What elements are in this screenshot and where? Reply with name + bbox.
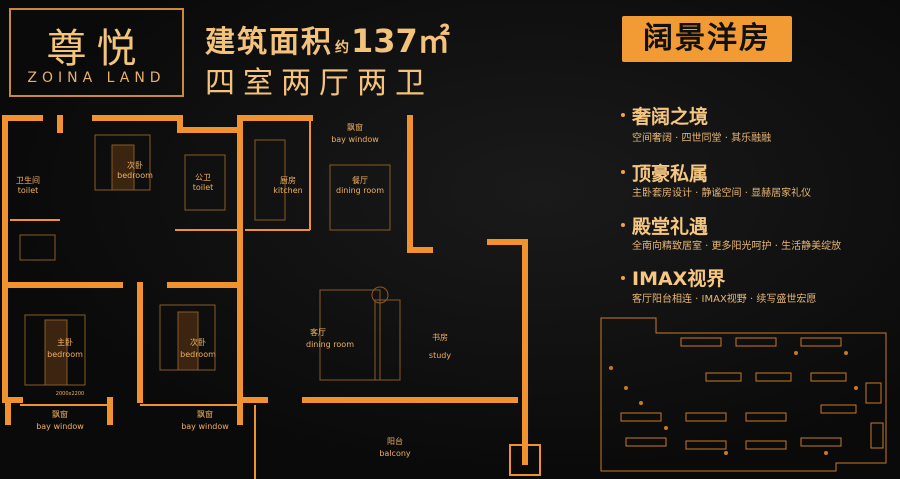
label-dining-cn: 餐厅: [352, 176, 368, 185]
furniture: [19, 134, 401, 386]
feature-subtitle: 全南向精致居室 · 更多阳光呵护 · 生活静美绽放: [632, 241, 842, 252]
site-plan: [600, 317, 887, 472]
bullet-icon: [621, 223, 625, 227]
label-bay-mid-cn: 飘窗: [197, 409, 213, 419]
label-bedroom2-en: bedroom: [180, 350, 216, 359]
label-toilet2-en: toilet: [193, 183, 214, 192]
feature-title: 殿堂礼遇: [632, 216, 709, 238]
label-bay-left-en: bay window: [36, 422, 84, 431]
label-master-en: bedroom: [47, 350, 83, 359]
label-living-en: dining room: [306, 340, 354, 349]
label-dining-en: dining room: [336, 186, 384, 195]
label-kitchen-en: kitchen: [273, 186, 302, 195]
label-bay-top-en: bay window: [331, 135, 379, 144]
label-bay-left-cn: 飘窗: [52, 409, 68, 419]
label-bed-size: 2000x2200: [56, 391, 84, 397]
bullet-icon: [621, 113, 625, 117]
area-prefix: 建筑面积: [205, 25, 333, 60]
unit-type-badge: 阔景洋房: [622, 16, 792, 62]
label-balcony-cn: 阳台: [387, 436, 403, 446]
label-study-en: study: [429, 351, 451, 360]
brand-name-cn: 尊悦: [46, 26, 147, 72]
bullet-icon: [621, 276, 625, 280]
feature-title: 顶豪私属: [632, 163, 709, 185]
label-bedroom1-en: bedroom: [117, 171, 153, 180]
label-master-cn: 主卧: [57, 337, 73, 347]
inner-walls: [10, 118, 541, 479]
label-living-cn: 客厅: [310, 327, 326, 337]
feature-title: 奢阔之境: [632, 106, 709, 128]
label-toilet1-en: toilet: [18, 186, 39, 195]
bullet-icon: [621, 170, 625, 174]
brand-name-en: ZOINA LAND: [27, 70, 166, 86]
label-bay-mid-en: bay window: [181, 422, 229, 431]
room-layout: 四室两厅两卫: [205, 66, 433, 101]
label-study-cn: 书房: [432, 332, 448, 342]
label-balcony-en: balcony: [379, 449, 411, 458]
feature-subtitle: 客厅阳台相连 · IMAX视野 · 续写盛世宏愿: [632, 294, 817, 305]
label-bedroom2-cn: 次卧: [190, 337, 206, 347]
area-value: 137㎡: [351, 22, 450, 60]
label-kitchen-cn: 厨房: [280, 175, 296, 185]
label-toilet2-cn: 公卫: [195, 173, 211, 182]
outer-walls: [2, 115, 528, 465]
area-approx: 约: [335, 40, 349, 56]
label-bay-top-cn: 飘窗: [347, 122, 363, 132]
feature-subtitle: 主卧套房设计 · 静谧空间 · 显赫居家礼仪: [632, 188, 812, 199]
feature-subtitle: 空间奢阔 · 四世同堂 · 其乐融融: [632, 133, 772, 144]
area-heading: 建筑面积约137㎡: [205, 16, 450, 62]
floor-plan: 卫生间 toilet 次卧 bedroom 公卫 toilet 厨房 kitch…: [2, 115, 541, 479]
brand-logo: 尊悦 ZOINA LAND: [9, 8, 184, 97]
feature-title: IMAX视界: [632, 268, 726, 290]
label-toilet1-cn: 卫生间: [16, 175, 40, 185]
label-bedroom1-cn: 次卧: [127, 160, 143, 170]
